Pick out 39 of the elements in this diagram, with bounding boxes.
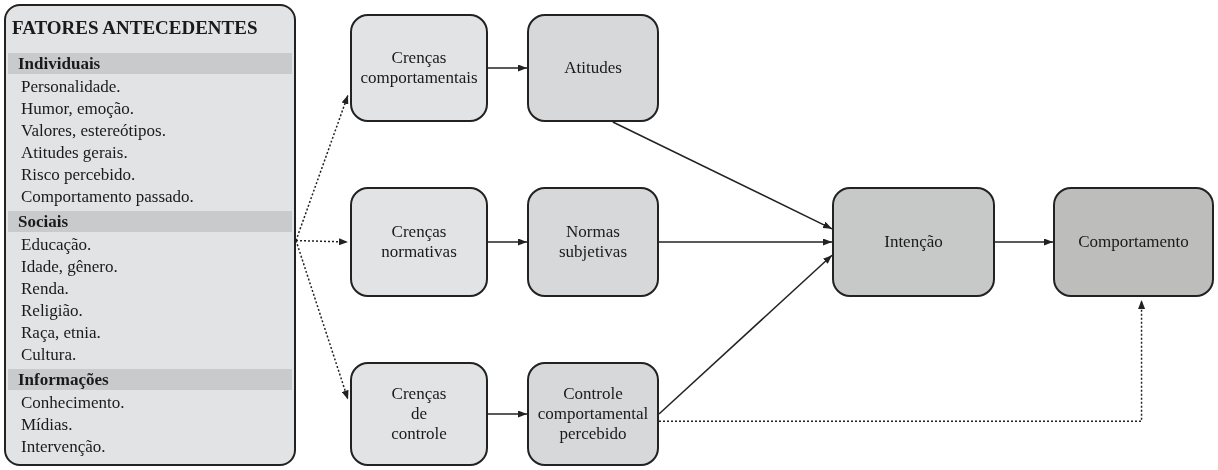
process-box: Normas subjetivas (527, 187, 659, 297)
process-box: Crenças de controle (350, 362, 488, 466)
arrow (295, 239, 350, 401)
factor-item: Renda. (20, 278, 70, 300)
arrow (612, 121, 833, 230)
section-heading: Individuais (8, 53, 292, 74)
arrow (487, 238, 528, 246)
factor-item: Risco percebido. (20, 164, 137, 186)
process-box: Atitudes (527, 14, 659, 122)
factor-item: Raça, etnia. (20, 322, 102, 344)
arrow (487, 64, 528, 72)
arrow (994, 238, 1054, 246)
factor-item: Cultura. (20, 344, 78, 366)
section-heading: Sociais (8, 211, 292, 232)
arrow (295, 94, 349, 242)
arrow (658, 254, 833, 415)
factor-item: Comportamento passado. (20, 186, 195, 208)
section-heading: Informações (8, 369, 292, 390)
process-box: Crenças comportamentais (350, 14, 488, 122)
process-box: Comportamento (1053, 187, 1214, 297)
process-box: Controle comportamental percebido (527, 362, 659, 466)
factor-item: Educação. (20, 234, 93, 256)
arrow (658, 299, 1146, 423)
arrow (295, 238, 349, 246)
arrow (658, 238, 833, 246)
factor-item: Personalidade. (20, 76, 122, 98)
panel-title: FATORES ANTECEDENTES (11, 16, 259, 40)
factor-item: Conhecimento. (20, 392, 126, 414)
factor-item: Humor, emoção. (20, 98, 136, 120)
arrow (487, 410, 528, 418)
factor-item: Religião. (20, 300, 84, 322)
process-box: Intenção (832, 187, 995, 297)
factor-item: Intervenção. (20, 436, 107, 458)
factor-item: Valores, estereótipos. (20, 120, 167, 142)
factor-item: Atitudes gerais. (20, 142, 129, 164)
factor-item: Mídias. (20, 414, 74, 436)
process-box: Crenças normativas (350, 187, 488, 297)
factor-item: Idade, gênero. (20, 256, 119, 278)
factors-panel (4, 4, 296, 466)
